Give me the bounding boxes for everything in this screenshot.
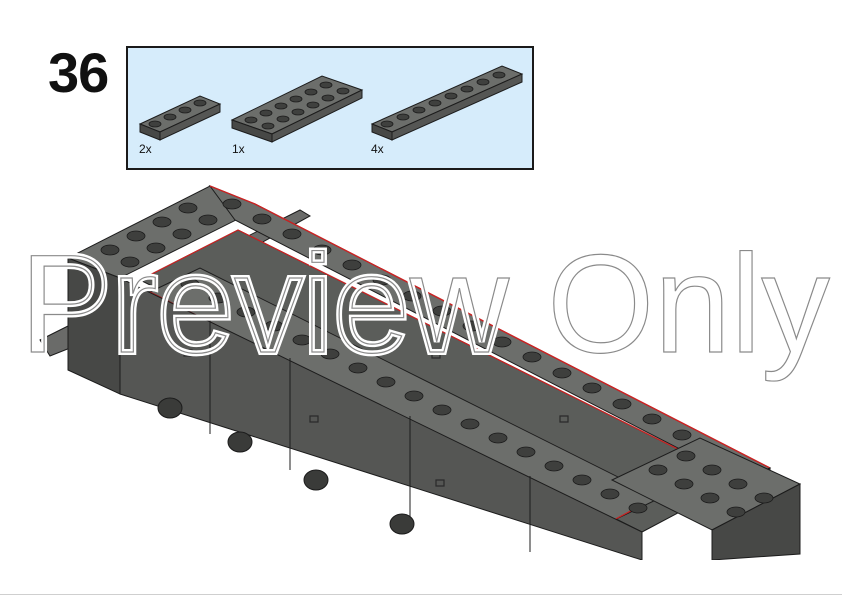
step-number: 36 xyxy=(48,41,109,104)
part-plate-1x8 xyxy=(370,65,524,141)
watermark-text-halo: Preview Only xyxy=(20,225,830,382)
part-qty-plate-1x8: 4x xyxy=(371,142,384,156)
part-plate-2x6 xyxy=(230,75,364,143)
part-plate-1x4 xyxy=(138,95,222,141)
hull-left-wall xyxy=(66,185,262,395)
model-illustration xyxy=(39,184,802,560)
technic-holes xyxy=(157,397,415,535)
watermark-text: Preview Only xyxy=(20,225,830,382)
hull-front-side xyxy=(119,277,643,560)
studs-center-rail xyxy=(180,278,648,514)
parts-callout: 2x 1x 4x xyxy=(126,46,534,170)
clip-markers xyxy=(183,349,569,487)
part-qty-plate-2x6: 1x xyxy=(232,142,245,156)
studs-left-wall xyxy=(100,202,218,268)
parts-illustration xyxy=(138,65,524,143)
page-bottom-rule xyxy=(0,594,842,595)
front-plate-cluster xyxy=(610,437,802,560)
studs-right-wall xyxy=(222,198,750,470)
part-qty-plate-1x4: 2x xyxy=(139,142,152,156)
